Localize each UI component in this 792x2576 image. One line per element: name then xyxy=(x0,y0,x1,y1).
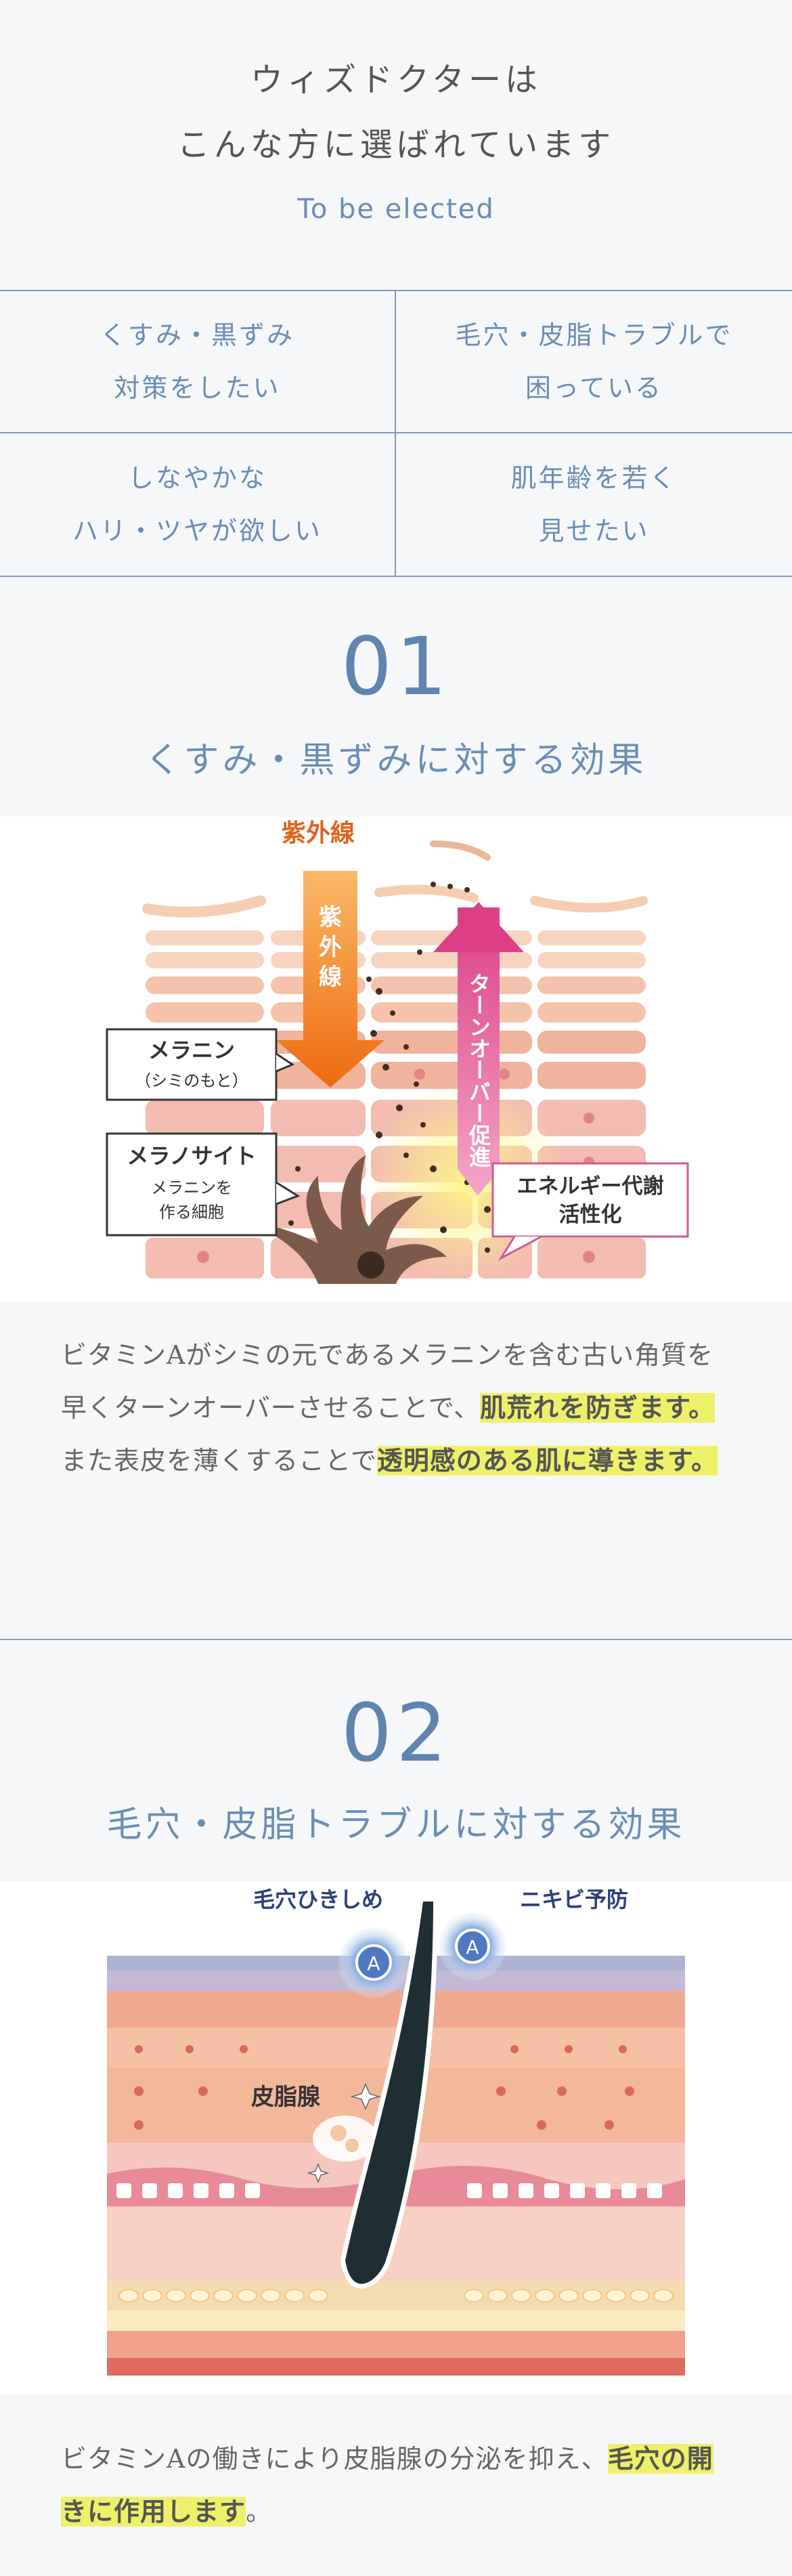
desc-text: ビタミンAの働きにより皮脂腺の分泌を抑え、 xyxy=(61,2444,608,2474)
melanin-callout: メラニン （シミのもと） xyxy=(106,1028,295,1101)
energy-label-line1: エネルギー代謝 xyxy=(517,1174,664,1199)
concern-line2: 困っている xyxy=(525,373,663,403)
turnover-arrow-label: ターンオーバー促進 xyxy=(466,972,491,1167)
hero-title-line2: こんな方に選ばれています xyxy=(177,126,615,164)
sebaceous-gland-label: 皮脂腺 xyxy=(251,2084,321,2111)
vitamin-a-badge-left: A xyxy=(338,1927,409,1998)
concern-line2: ハリ・ツヤが欲しい xyxy=(72,516,322,546)
melanocyte-label: メラノサイト xyxy=(127,1143,256,1169)
section-divider xyxy=(0,1639,792,1640)
melanocyte-sublabel2: 作る細胞 xyxy=(159,1203,224,1222)
pore-tighten-label: 毛穴ひきしめ xyxy=(253,1887,383,1912)
section2-title: 毛穴・皮脂トラブルに対する効果 xyxy=(106,1805,686,1845)
section1-desc-p1: ビタミンAがシミの元であるメラニンを含む古い角質を早くターンオーバーさせることで… xyxy=(61,1329,738,1434)
desc-text: ビタミンAがシミの元であるメラニンを含む古い角質を早くターンオーバーさせることで… xyxy=(61,1340,714,1423)
hero-section: ウィズドクターは こんな方に選ばれています To be elected xyxy=(0,0,792,290)
concern-cell: しなやかな ハリ・ツヤが欲しい xyxy=(0,433,396,576)
section1-number: 01 xyxy=(340,620,452,713)
melanin-sublabel: （シミのもと） xyxy=(135,1071,248,1090)
concern-line2: 見せたい xyxy=(538,516,650,546)
skin-turnover-illustration: 紫 外 線 紫外線 ターンオーバー促進 メラニン （シミのもと） メラノサイト … xyxy=(0,817,792,1302)
turnover-arrow: ターンオーバー促進 xyxy=(433,902,524,1196)
uv-arrow-char2: 外 xyxy=(319,934,342,961)
section2-description: ビタミンAの働きにより皮脂腺の分泌を抑え、毛穴の開きに作用します。 xyxy=(61,2432,738,2538)
energy-callout: エネルギー代謝 活性化 xyxy=(491,1162,689,1261)
uv-arrow-char1: 紫 xyxy=(319,904,342,931)
melanocyte-sublabel1: メラニンを xyxy=(151,1178,232,1197)
melanocyte-cell xyxy=(244,1155,447,1284)
concern-line2: 対策をしたい xyxy=(114,373,281,403)
concern-cell: 肌年齢を若く 見せたい xyxy=(396,433,792,576)
vitamin-a-badge-label: A xyxy=(466,1936,479,1958)
desc-text-end: 。 xyxy=(246,2497,273,2527)
uv-arrow: 紫 外 線 xyxy=(276,871,384,1088)
hero-subtitle: To be elected xyxy=(297,194,495,225)
desc-text: また表皮を薄くすることで xyxy=(61,1446,377,1476)
uv-top-label: 紫外線 xyxy=(282,819,355,847)
hero-title: ウィズドクターは こんな方に選ばれています xyxy=(0,47,792,177)
vitamin-a-badge-label: A xyxy=(367,1952,380,1975)
vitamin-a-badge-right: A xyxy=(439,1912,506,1980)
concern-cell: 毛穴・皮脂トラブルで 困っている xyxy=(396,291,792,433)
skin-turnover-diagram: 紫 外 線 紫外線 ターンオーバー促進 メラニン （シミのもと） メラノサイト … xyxy=(106,819,689,1284)
acne-prevention-label: ニキビ予防 xyxy=(520,1887,628,1912)
uv-arrow-char3: 線 xyxy=(319,964,342,991)
section2-number: 02 xyxy=(340,1686,452,1780)
pore-illustration: 毛穴ひきしめ ニキビ予防 xyxy=(0,1881,792,2395)
melanocyte-callout: メラノサイト メラニンを 作る細胞 xyxy=(106,1132,301,1237)
section1-title: くすみ・黒ずみに対する効果 xyxy=(145,740,647,781)
hero-title-line1: ウィズドクターは xyxy=(250,61,542,99)
desc-highlight: 肌荒れを防ぎます。 xyxy=(480,1393,716,1423)
concern-line1: くすみ・黒ずみ xyxy=(100,320,294,350)
melanin-label: メラニン xyxy=(148,1037,235,1063)
concern-line1: しなやかな xyxy=(127,463,267,493)
skin-cross-section xyxy=(107,1956,685,2376)
hair-follicle xyxy=(340,1897,439,2289)
section1-desc-p2: また表皮を薄くすることで透明感のある肌に導きます。 xyxy=(61,1434,738,1487)
concern-cell: くすみ・黒ずみ 対策をしたい xyxy=(0,291,396,433)
section1-description: ビタミンAがシミの元であるメラニンを含む古い角質を早くターンオーバーさせることで… xyxy=(61,1329,738,1487)
pore-diagram: 毛穴ひきしめ ニキビ予防 xyxy=(107,1887,685,2376)
melanocyte-nucleus xyxy=(357,1251,384,1279)
energy-label-line2: 活性化 xyxy=(559,1203,622,1227)
sebaceous-gland-icon xyxy=(307,2083,381,2184)
desc-highlight: 透明感のある肌に導きます。 xyxy=(376,1446,718,1476)
concern-line1: 肌年齢を若く xyxy=(510,463,678,493)
concern-line1: 毛穴・皮脂トラブルで xyxy=(455,320,733,350)
concern-grid: くすみ・黒ずみ 対策をしたい 毛穴・皮脂トラブルで 困っている しなやかな ハリ… xyxy=(0,290,792,577)
